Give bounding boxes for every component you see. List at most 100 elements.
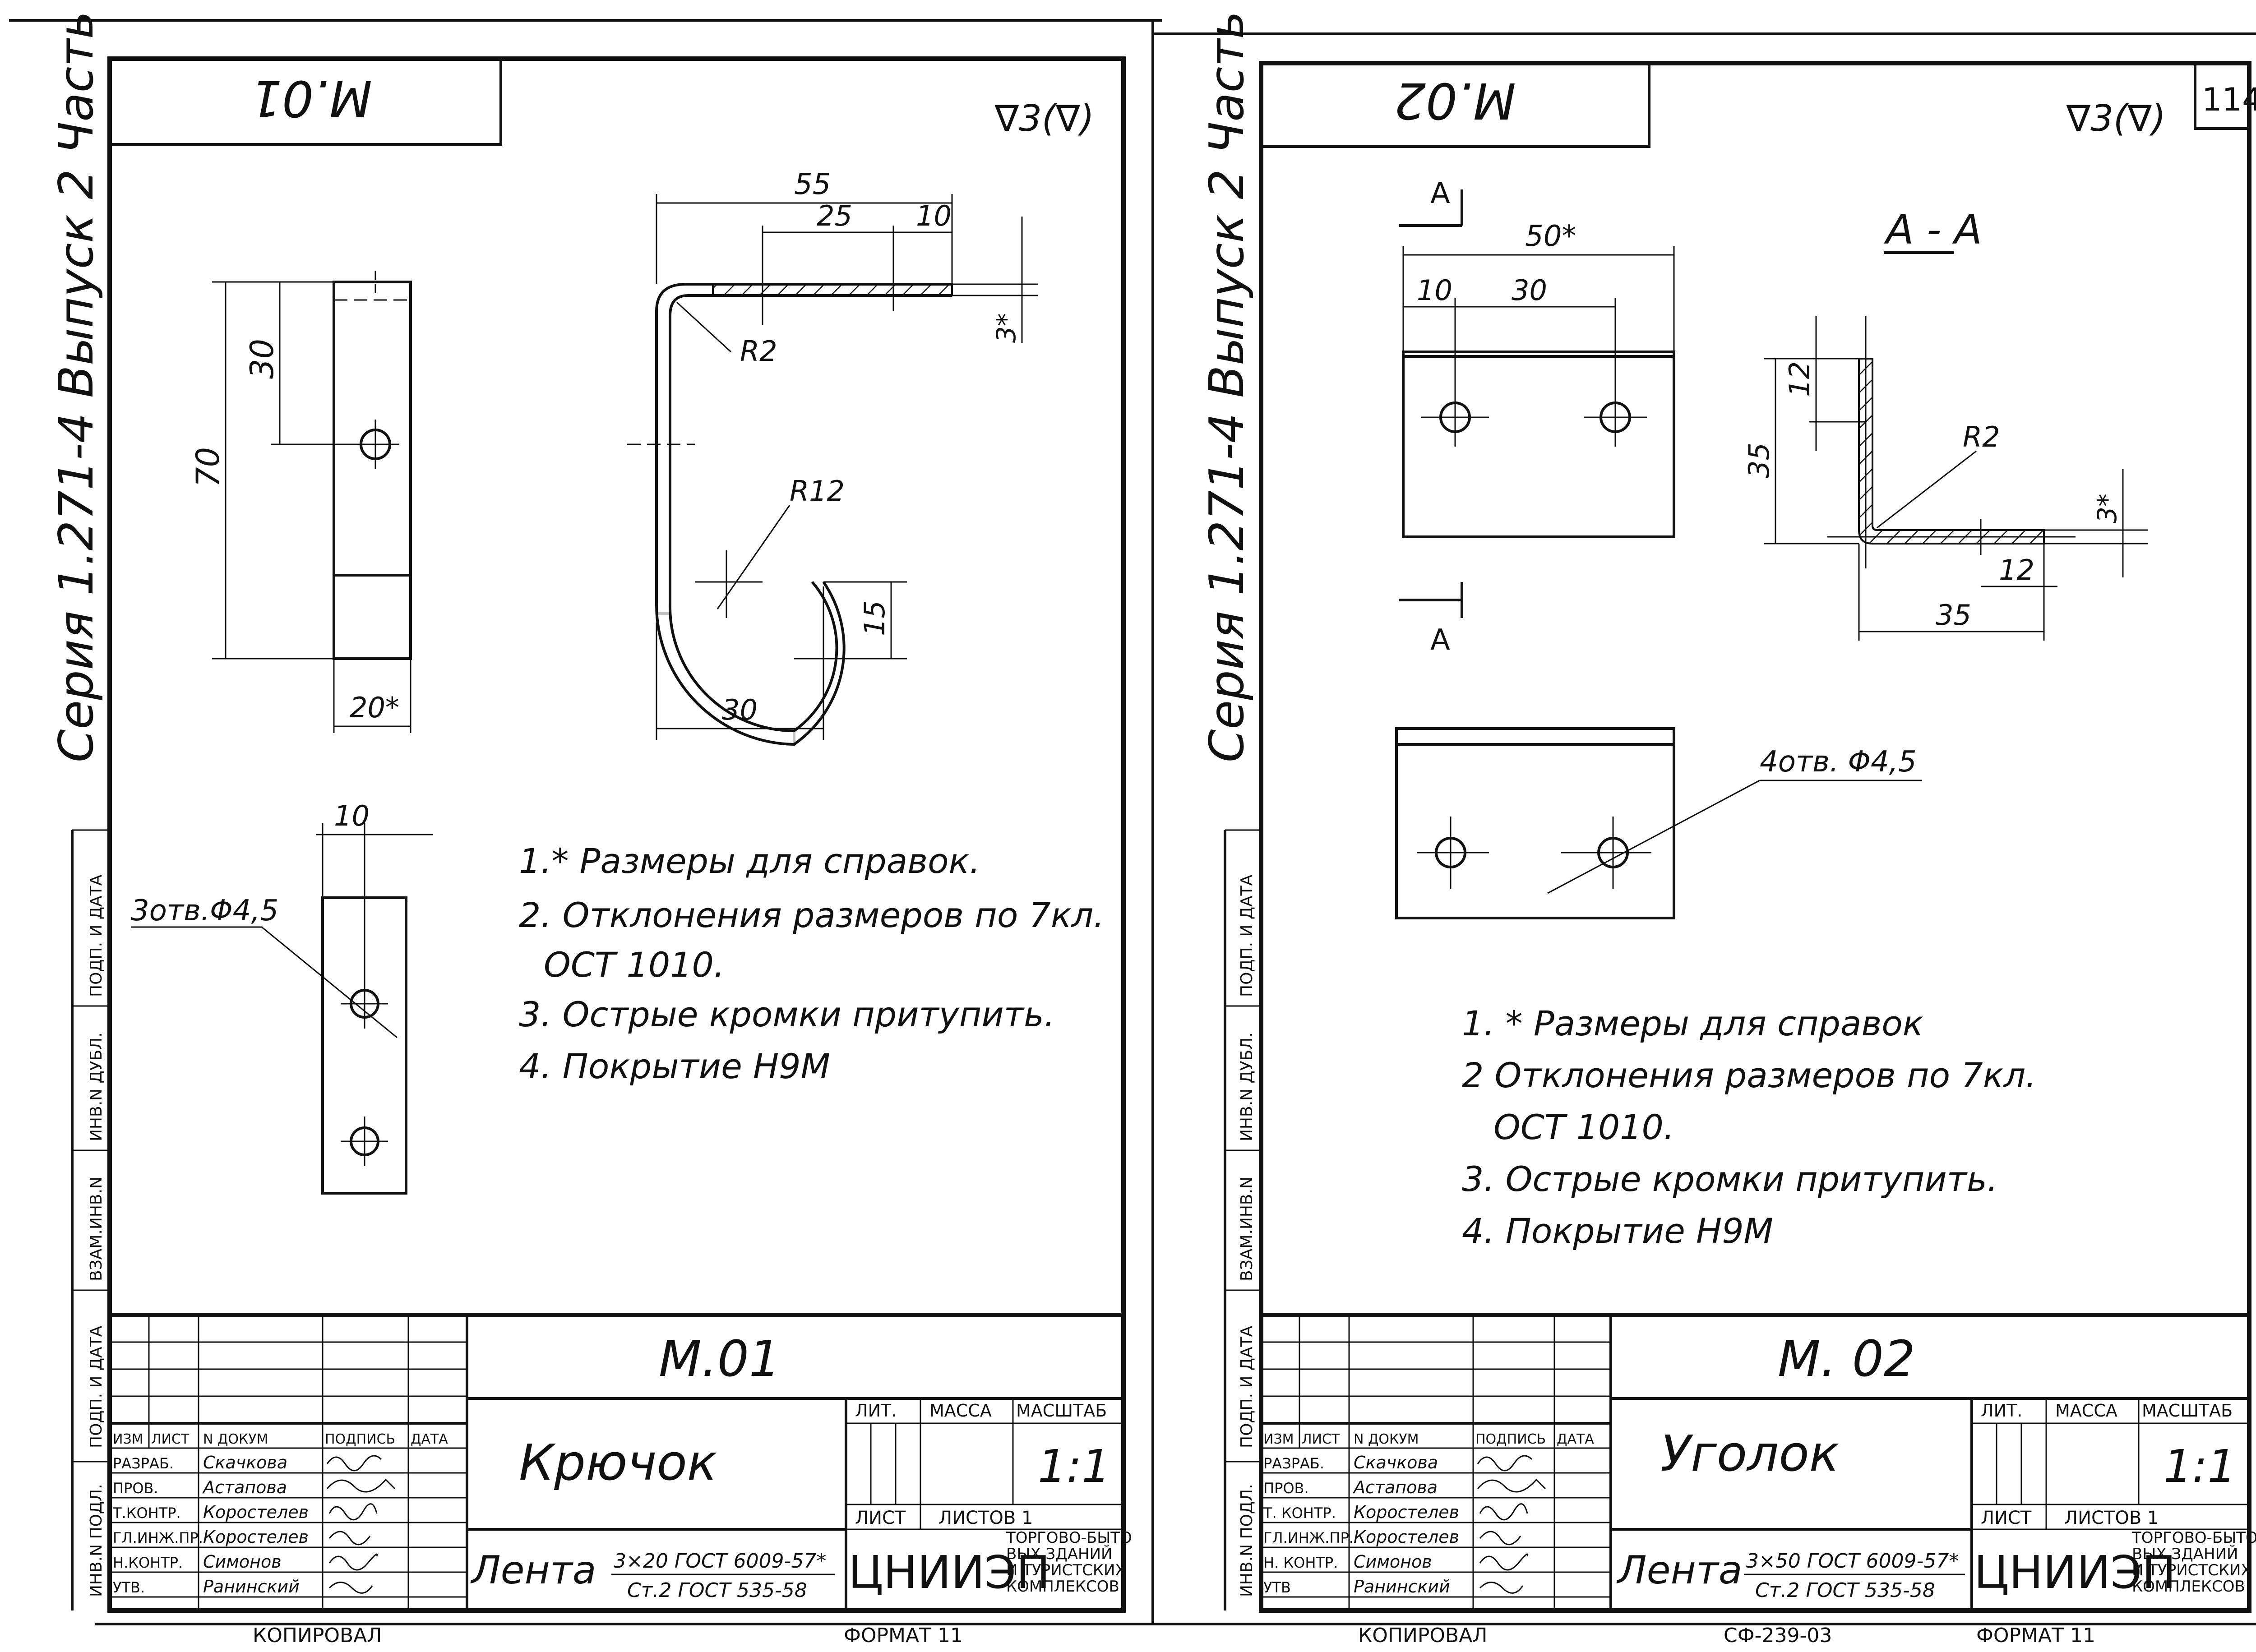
signature-r5	[1479, 1553, 1529, 1571]
col-date: ДАТА	[411, 1431, 448, 1447]
tb-mark: М.01	[659, 1330, 781, 1388]
role-r3: Т. КОНТР.	[1263, 1504, 1336, 1522]
person-r4: Коростелев	[1354, 1527, 1459, 1547]
surface-symbol-right: ∇3(∇)	[2066, 97, 2166, 139]
stamp-podp-data: ПОДП. И ДАТА	[87, 1325, 106, 1448]
mark-stamp-box	[110, 59, 502, 146]
dim-12-vertical: 12	[1783, 361, 1816, 397]
note-r3: 3. Острые кромки притупить.	[1462, 1159, 1998, 1199]
h-mass: МАССА	[929, 1401, 992, 1421]
org-line-r3: И ТУРИСТСКИХ	[2132, 1561, 2251, 1579]
angle-front-view: А А 50* 10 30	[1399, 177, 1675, 657]
col-list: ЛИСТ	[151, 1431, 190, 1447]
signature-r6	[1479, 1582, 1524, 1594]
doc-code: СФ-239-03	[1724, 1624, 1832, 1647]
tb-name-r: Уголок	[1660, 1425, 1839, 1482]
h-sheets-r: ЛИСТОВ 1	[2064, 1508, 2159, 1528]
h-lit: ЛИТ.	[855, 1401, 897, 1421]
person-r2: Астапова	[1352, 1477, 1438, 1497]
signature-1	[326, 1455, 382, 1472]
h-scale-r: МАСШТАБ	[2142, 1401, 2233, 1421]
role-r6: УТВ	[1263, 1579, 1291, 1596]
page-number: 114	[2202, 81, 2256, 118]
role-6: УТВ.	[113, 1579, 145, 1596]
holes-label-angle: 4отв. Φ4,5	[1760, 745, 1917, 779]
tb-name: Крючок	[519, 1434, 717, 1491]
holes-label: 3отв.Φ4,5	[131, 894, 278, 928]
note-2: 2. Отклонения размеров по 7кл.	[519, 895, 1105, 935]
col-doc: N ДОКУМ	[203, 1431, 268, 1447]
role-r2: ПРОВ.	[1263, 1480, 1309, 1497]
org-line-r4: КОМПЛЕКСОВ	[2132, 1578, 2245, 1596]
dim-10: 10	[916, 199, 952, 232]
col-izm-r: ИЗМ	[1263, 1431, 1294, 1447]
signature-r3	[1479, 1503, 1528, 1521]
signature-6	[328, 1582, 373, 1594]
signature-5	[328, 1553, 378, 1571]
col-sign: ПОДПИСЬ	[325, 1431, 395, 1447]
col-doc-r: N ДОКУМ	[1354, 1431, 1419, 1447]
dim-15: 15	[858, 600, 891, 636]
section-label: А - А	[1884, 206, 1982, 254]
signature-2	[326, 1478, 396, 1493]
tb-mark-r: М. 02	[1778, 1330, 1915, 1388]
signature-4	[328, 1531, 371, 1546]
stamp-vzam-r: ВЗАМ.ИНВ.N	[1238, 1177, 1256, 1281]
dim-55: 55	[794, 168, 831, 201]
mark-rotated-right: М.02	[1394, 72, 1516, 129]
note-r1: 1. * Размеры для справок	[1462, 1003, 1923, 1043]
scale-value: 1:1	[1038, 1440, 1110, 1493]
role-4: ГЛ.ИНЖ.ПР.	[113, 1529, 203, 1546]
person-3: Коростелев	[203, 1502, 309, 1522]
dim-r2: R2	[740, 335, 777, 368]
signature-r1	[1477, 1455, 1533, 1472]
tb-material-bottom-r: Ст.2 ГОСТ 535-58	[1755, 1579, 1935, 1602]
format-label: ФОРМАТ 11	[844, 1624, 963, 1647]
role-r5: Н. КОНТР.	[1263, 1554, 1338, 1571]
org-logo-r: ЦНИИЭП	[1974, 1546, 2176, 1599]
dim-20: 20*	[350, 691, 399, 724]
angle-holes-view: 4отв. Φ4,5	[1395, 727, 1922, 919]
person-r1: Скачкова	[1354, 1453, 1438, 1472]
stamp-inv-podl: ИНВ.N ПОДЛ.	[87, 1484, 106, 1597]
person-5: Симонов	[203, 1552, 282, 1572]
dim-30-strip: 30	[244, 339, 281, 379]
stamp-inv-podl-r: ИНВ.N ПОДЛ.	[1238, 1484, 1256, 1597]
inner-border	[107, 56, 1126, 1613]
note-2b: ОСТ 1010.	[544, 945, 725, 985]
mark-rotated: М.01	[250, 69, 372, 127]
side-stamps-right: ИНВ.N ПОДЛ. ПОДП. И ДАТА ВЗАМ.ИНВ.N ИНВ.…	[1224, 829, 1261, 1610]
stamp-inv-dubl-r: ИНВ.N ДУБЛ.	[1238, 1032, 1256, 1141]
person-6: Ранинский	[203, 1577, 300, 1597]
person-2: Астапова	[202, 1477, 287, 1497]
hook-holes-view: 10 3отв.Φ4,5	[131, 799, 433, 1195]
note-3: 3. Острые кромки притупить.	[519, 994, 1055, 1034]
role-r1: РАЗРАБ.	[1263, 1455, 1324, 1472]
notes: 1.* Размеры для справок. 2. Отклонения р…	[519, 841, 1105, 1086]
stamp-podp-data-2: ПОДП. И ДАТА	[87, 874, 106, 997]
dim-70: 70	[190, 447, 227, 487]
scale-value-r: 1:1	[2164, 1440, 2236, 1493]
notes-right: 1. * Размеры для справок 2 Отклонения ра…	[1462, 1003, 2036, 1251]
dim-r2-angle: R2	[1963, 420, 2000, 453]
dim-30-angle: 30	[1512, 274, 1547, 307]
h-sheets: ЛИСТОВ 1	[938, 1508, 1033, 1528]
section-aa: А - А 35 12 R2 3* 12	[1743, 206, 2148, 641]
org-line-r1: ТОРГОВО-БЫТО	[2131, 1529, 2256, 1547]
sheet-m01: М.01 ∇3(∇) Серия 1.271-4 Выпуск 2 Часть …	[9, 0, 1162, 1647]
side-stamps: ИНВ.N ПОДЛ. ПОДП. И ДАТА ВЗАМ.ИНВ.N ИНВ.…	[71, 829, 110, 1610]
dim-3-angle: 3*	[2092, 494, 2122, 523]
stamp-podp-data-r: ПОДП. И ДАТА	[1238, 1325, 1256, 1448]
tb-material-top-r: 3×50 ГОСТ 6009-57*	[1746, 1550, 1959, 1573]
surface-symbol: ∇3(∇)	[994, 97, 1094, 139]
role-3: Т.КОНТР.	[112, 1504, 181, 1522]
format-label-r: ФОРМАТ 11	[1976, 1624, 2095, 1647]
person-r5: Симонов	[1354, 1552, 1432, 1572]
inner-border-right	[1259, 61, 2251, 1613]
role-r4: ГЛ.ИНЖ.ПР.	[1263, 1529, 1354, 1546]
note-r4: 4. Покрытие Н9М	[1462, 1211, 1773, 1251]
signature-3	[328, 1503, 378, 1521]
title-block-right: ЛИТ. МАССА МАСШТАБ 1:1 ЛИСТ ЛИСТОВ 1 ЦНИ…	[1259, 1313, 2256, 1647]
page-number-box	[2194, 62, 2251, 130]
